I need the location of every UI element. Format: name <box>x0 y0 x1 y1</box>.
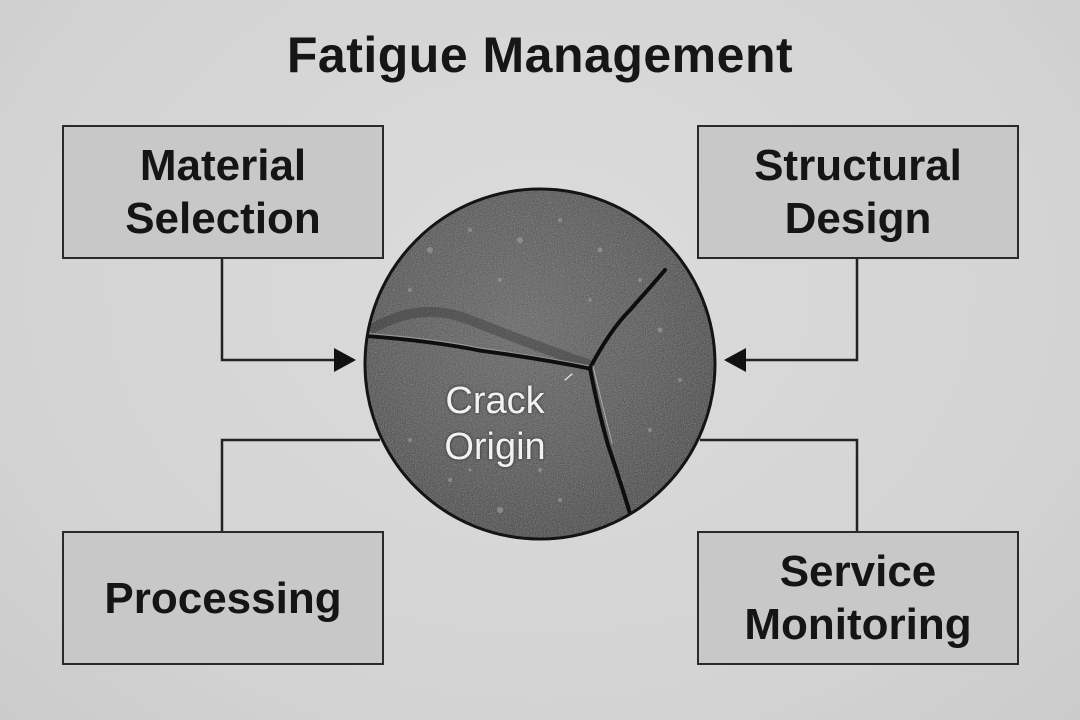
diagram-title: Fatigue Management <box>286 27 794 83</box>
connector-service <box>700 438 859 531</box>
structural-design-line2: Design <box>784 194 932 243</box>
processing-line1: Processing <box>104 573 342 623</box>
material-selection-line1: Material <box>139 141 307 190</box>
micrograph-border <box>363 187 717 541</box>
structural-design-box: Structural Design <box>697 125 1019 259</box>
processing-box: Processing <box>62 531 384 665</box>
material-selection-line2: Selection <box>125 194 321 243</box>
arrowhead-material <box>334 348 356 372</box>
service-monitoring-line2: Monitoring <box>744 600 972 649</box>
connector-material <box>220 259 336 362</box>
connector-structural <box>744 259 859 362</box>
micrograph-image <box>365 189 715 539</box>
structural-design-line1: Structural <box>754 141 962 190</box>
arrowhead-structural <box>724 348 746 372</box>
service-monitoring-line1: Service <box>779 547 937 596</box>
crack-origin-line1: Crack <box>445 380 545 422</box>
service-monitoring-box: Service Monitoring <box>697 531 1019 665</box>
crack-origin-line2: Origin <box>444 426 546 468</box>
connector-processing <box>220 438 380 531</box>
crack-origin-label: Crack Origin <box>395 378 595 470</box>
material-selection-box: Material Selection <box>62 125 384 259</box>
